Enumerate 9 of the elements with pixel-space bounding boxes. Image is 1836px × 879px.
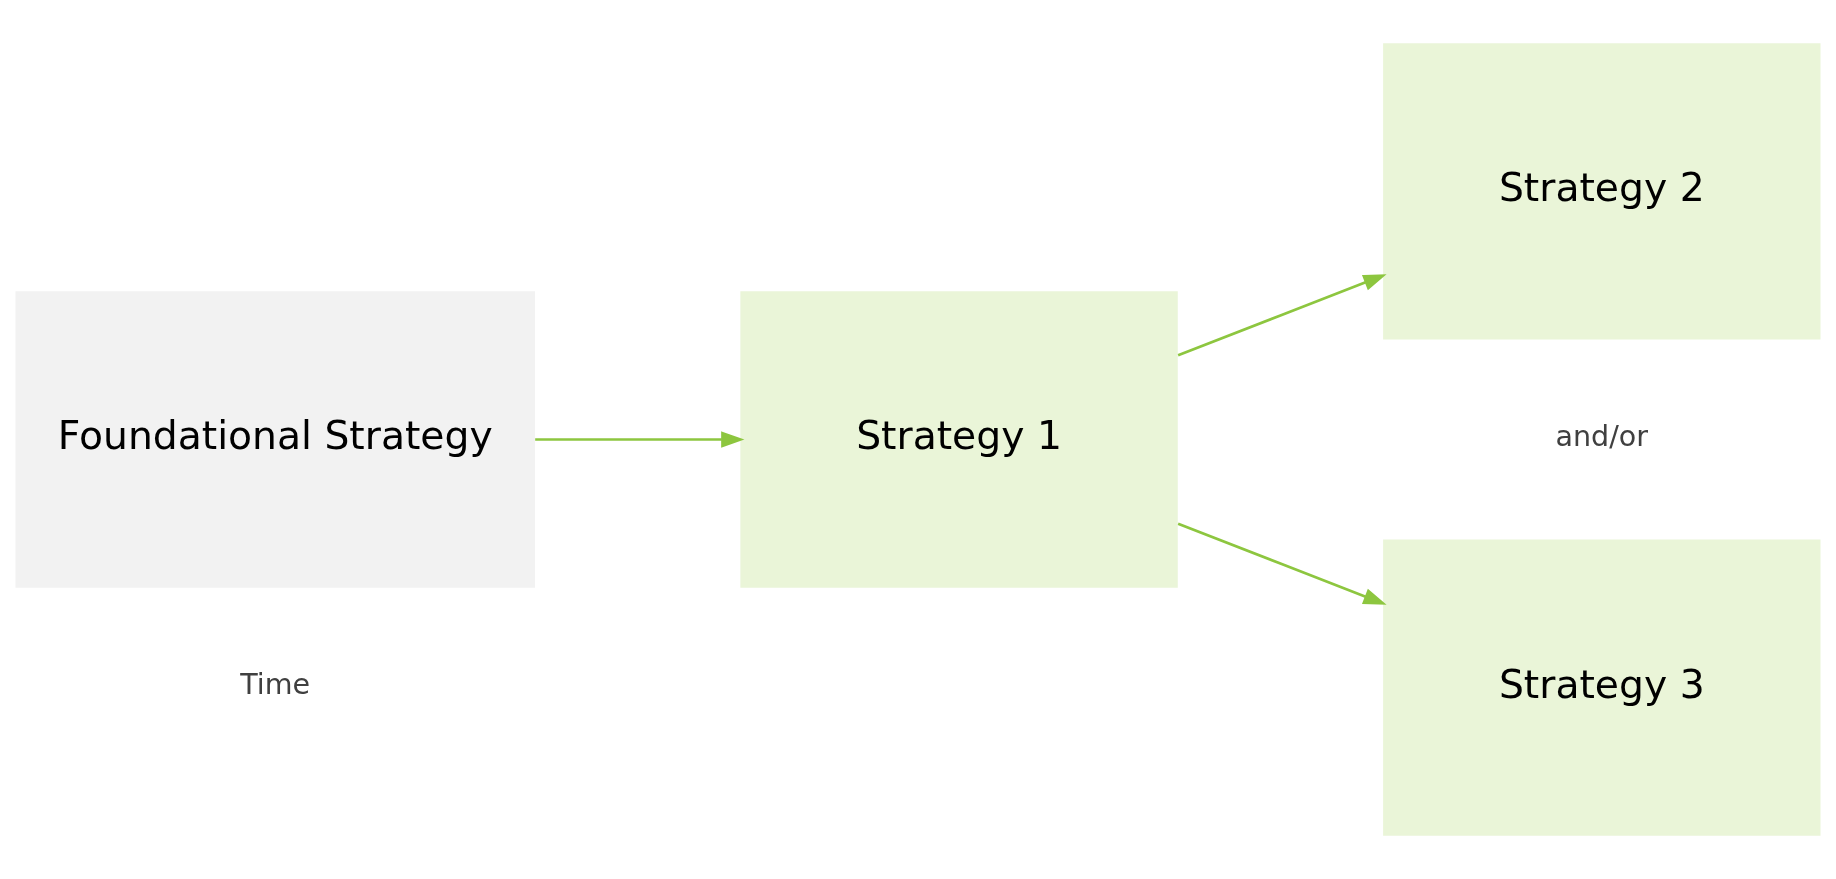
label: and/or bbox=[1555, 419, 1649, 454]
node-box: Strategy 2 bbox=[1383, 43, 1821, 340]
node-box: Strategy 1 bbox=[740, 291, 1178, 588]
arrow bbox=[1177, 274, 1387, 357]
arrow bbox=[1177, 522, 1387, 605]
node-box: Foundational Strategy bbox=[15, 291, 536, 588]
arrow bbox=[535, 431, 745, 448]
node-box: Strategy 3 bbox=[1383, 539, 1821, 836]
label: Time bbox=[240, 667, 311, 702]
